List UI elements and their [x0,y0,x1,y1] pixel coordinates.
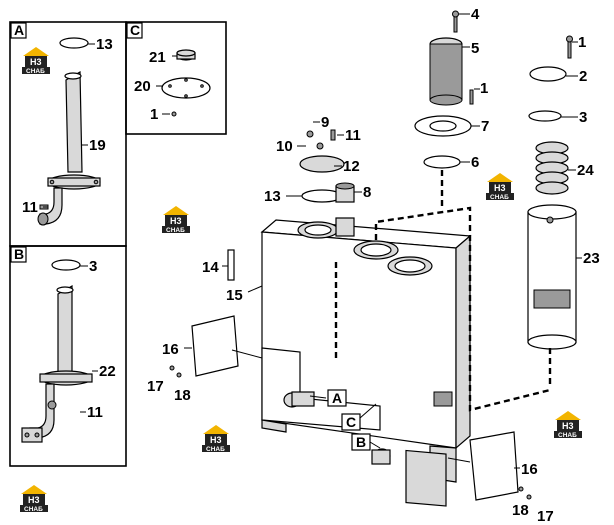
watermark-logo: H3 CHAБ H3 CHAБ H3 CHAБ H3 CHAБ [20,47,582,513]
svg-text:B: B [356,434,366,450]
callout-11-b: 11 [87,404,103,421]
callout-18-right: 18 [512,502,529,519]
panel-a-label: A [10,22,27,39]
callout-17-right: 17 [537,508,554,525]
callout-19: 19 [89,137,106,154]
svg-text:A: A [332,390,342,406]
svg-text:B: B [14,246,24,262]
svg-text:C: C [346,414,356,430]
callout-7: 7 [481,118,489,135]
callout-20: 20 [134,78,151,95]
svg-text:A: A [14,22,24,38]
callout-1-c: 1 [150,106,158,123]
callout-4: 4 [471,6,480,23]
callout-3-b: 3 [89,258,97,275]
callout-14: 14 [202,259,219,276]
svg-text:CHAБ: CHAБ [206,446,225,453]
side-cover-left [191,315,239,377]
callout-10: 10 [276,138,293,155]
connector-tag-c: C [341,403,377,431]
callout-8: 8 [363,184,371,201]
breather-assembly [299,129,355,203]
svg-text:H3: H3 [494,183,506,193]
callout-24: 24 [577,162,594,179]
callout-1-top: 1 [480,80,488,97]
panel-c-cover-plate [161,49,211,117]
svg-text:CHAБ: CHAБ [24,506,43,513]
svg-text:CHAБ: CHAБ [558,432,577,439]
side-cover-right [469,431,519,501]
callout-22: 22 [99,363,116,380]
callout-13: 13 [96,36,113,53]
svg-text:CHAБ: CHAБ [26,68,45,75]
callout-12: 12 [343,158,360,175]
svg-text:H3: H3 [170,216,182,226]
callout-6: 6 [471,154,479,171]
panel-a-suction-pipe [37,37,101,226]
svg-text:H3: H3 [30,57,42,67]
return-filter-assembly [414,10,474,169]
callout-16-left: 16 [162,341,179,358]
panel-b-return-pipe [21,259,93,443]
callout-9: 9 [321,114,329,131]
callout-3: 3 [579,109,587,126]
callout-11-a: 11 [22,199,38,216]
connector-tag-a: A [309,389,347,407]
connector-tag-b: B [351,433,381,451]
sight-glass [227,249,235,281]
suction-filter-assembly [527,35,577,350]
panel-b-label: B [10,246,27,263]
svg-text:C: C [130,22,140,38]
svg-text:H3: H3 [562,421,574,431]
callout-17-left: 17 [147,378,164,395]
callout-1-right: 1 [578,34,586,51]
svg-text:CHAБ: CHAБ [490,194,509,201]
callout-18-left: 18 [174,387,191,404]
callout-16-right: 16 [521,461,538,478]
hydraulic-tank-body [260,217,472,507]
callout-11-top: 11 [345,127,361,144]
svg-text:H3: H3 [210,435,222,445]
callout-15: 15 [226,287,243,304]
callout-5: 5 [471,40,479,57]
callout-2: 2 [579,68,587,85]
panel-c-frame [125,21,227,135]
svg-text:CHAБ: CHAБ [166,227,185,234]
panel-b-frame [9,245,127,467]
svg-text:H3: H3 [28,495,40,505]
callout-23: 23 [583,250,600,267]
panel-c-label: C [126,22,143,39]
callout-13-main: 13 [264,188,281,205]
callout-21: 21 [149,49,166,66]
